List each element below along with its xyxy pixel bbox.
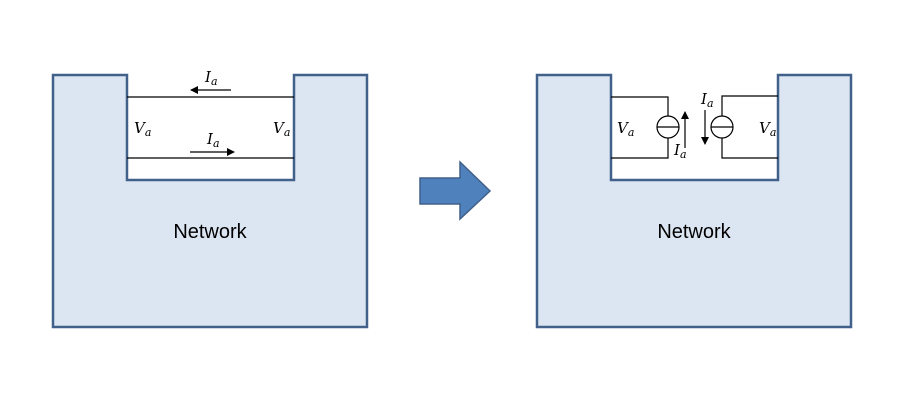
right-network-shape: [535, 73, 853, 329]
current-source-left-icon: [656, 115, 680, 139]
voltage-label-left: Va: [617, 119, 634, 139]
voltage-label-right: Va: [759, 119, 776, 139]
left-network-shape: [51, 73, 369, 329]
left-network: Ia Ia Va Va Network: [51, 68, 369, 329]
network-label-left: Network: [173, 221, 247, 243]
right-network: Ia Ia Va Va Network: [535, 73, 853, 329]
right-source-wires: [721, 95, 778, 159]
current-label-right-source: Ia: [700, 90, 714, 110]
voltage-label-right: Va: [273, 119, 290, 139]
voltage-label-left: Va: [134, 119, 151, 139]
current-source-right-icon: [710, 115, 734, 139]
transform-arrow-icon: [419, 160, 492, 221]
current-label-top: Ia: [204, 68, 218, 88]
current-label-left-source: Ia: [673, 141, 687, 161]
left-source-wires: [611, 96, 669, 159]
current-label-bottom: Ia: [206, 130, 220, 150]
network-label-right: Network: [657, 221, 731, 243]
